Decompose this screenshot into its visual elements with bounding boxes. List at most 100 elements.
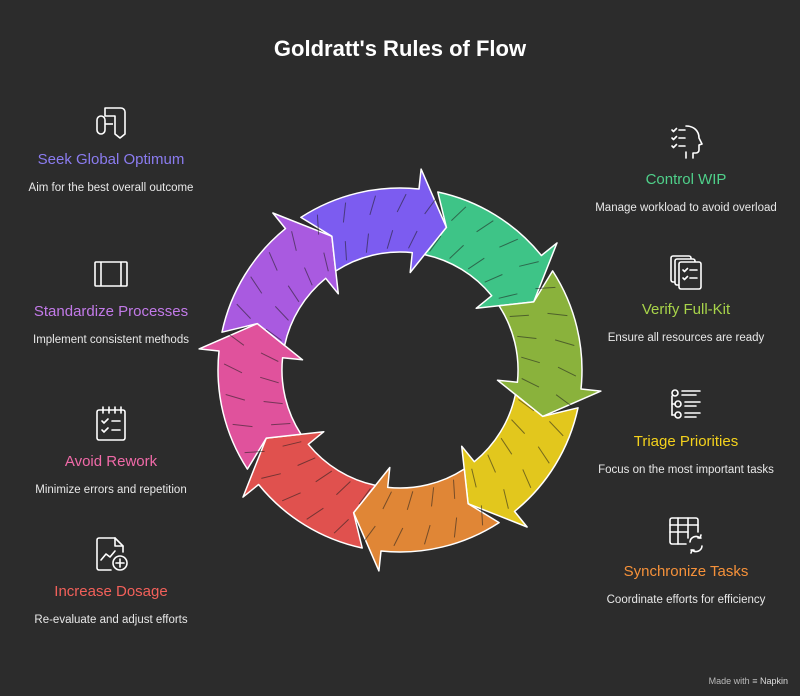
item-description: Implement consistent methods	[33, 334, 189, 346]
sketch-hatch-stroke	[519, 261, 539, 267]
sketch-hatch-stroke	[268, 252, 278, 271]
sketch-hatch-stroke	[227, 332, 245, 346]
sketch-hatch-stroke	[500, 437, 513, 455]
sketch-hatch-stroke	[396, 193, 407, 213]
sketch-hatch-stroke	[549, 421, 564, 437]
sketch-hatch-stroke	[386, 230, 394, 249]
item-control-wip: Control WIP Manage workload to avoid ove…	[586, 122, 786, 216]
sketch-hatch-stroke	[484, 274, 503, 283]
sketch-hatch-stroke	[429, 235, 442, 252]
napkin-logo-icon: ≡	[752, 676, 758, 686]
sketch-hatch-stroke	[393, 527, 404, 547]
cycle-arrow-segment	[242, 430, 377, 549]
sketch-hatch-stroke	[274, 306, 289, 321]
sketch-hatch-stroke	[554, 339, 575, 346]
sketch-hatch-stroke	[225, 394, 246, 401]
item-description: Manage workload to avoid overload	[595, 202, 777, 214]
sketch-hatch-stroke	[323, 252, 329, 272]
sketch-hatch-stroke	[517, 335, 537, 339]
sketch-hatch-stroke	[382, 491, 392, 510]
sketch-hatch-stroke	[480, 505, 484, 526]
sketch-hatch-stroke	[365, 233, 369, 253]
sketch-hatch-stroke	[431, 487, 435, 507]
sketch-hatch-stroke	[304, 267, 313, 286]
sketch-hatch-stroke	[509, 314, 529, 317]
table-sync-icon	[669, 517, 703, 554]
sketch-hatch-stroke	[336, 481, 351, 496]
head-checklist-icon	[671, 125, 703, 159]
sketch-hatch-stroke	[424, 524, 431, 545]
panel-frame-icon	[94, 261, 128, 287]
sketch-hatch-stroke	[244, 450, 265, 454]
sketch-hatch-stroke	[476, 220, 494, 233]
cycle-arrow-segment	[352, 466, 500, 572]
priority-list-icon	[671, 389, 701, 419]
item-heading: Triage Priorities	[633, 433, 739, 450]
sketch-hatch-stroke	[503, 489, 509, 509]
cycle-arrow-segment	[221, 212, 340, 347]
sketch-hatch-stroke	[282, 441, 302, 447]
sketch-hatch-stroke	[223, 363, 243, 374]
sketch-hatch-stroke	[555, 394, 573, 408]
sketch-hatch-stroke	[315, 470, 333, 483]
item-heading: Control WIP	[645, 171, 727, 188]
sketch-hatch-stroke	[306, 507, 324, 520]
sketch-hatch-stroke	[518, 399, 535, 412]
sketch-hatch-stroke	[342, 202, 347, 223]
item-description: Aim for the best overall outcome	[28, 182, 194, 194]
item-description: Ensure all resources are ready	[607, 332, 765, 344]
sketch-hatch-stroke	[232, 423, 253, 428]
sketch-hatch-stroke	[537, 446, 550, 464]
footer-credit: Made with ≡ Napkin	[709, 676, 788, 686]
item-avoid-rework: Avoid Rework Minimize errors and repetit…	[11, 404, 211, 498]
sketch-hatch-stroke	[557, 366, 577, 377]
sketch-hatch-stroke	[408, 230, 418, 249]
item-description: Coordinate efforts for efficiency	[606, 594, 766, 606]
item-seek-global-optimum: Seek Global Optimum Aim for the best ove…	[11, 102, 211, 196]
sketch-hatch-stroke	[547, 312, 568, 317]
sketch-hatch-stroke	[362, 525, 376, 543]
sketch-hatch-stroke	[499, 238, 518, 248]
sketch-hatch-stroke	[453, 517, 458, 538]
checklist-calendar-icon	[96, 406, 126, 441]
sketch-hatch-stroke	[451, 206, 467, 221]
item-heading: Seek Global Optimum	[37, 151, 185, 168]
item-heading: Avoid Rework	[64, 453, 158, 470]
sketch-hatch-stroke	[250, 276, 263, 294]
cycle-arrow-segment	[300, 168, 448, 274]
sketch-hatch-stroke	[297, 457, 316, 466]
item-description: Minimize errors and repetition	[35, 484, 187, 496]
sketch-hatch-stroke	[369, 195, 376, 216]
cycle-arrow-segment	[460, 393, 579, 528]
sketch-hatch-stroke	[260, 352, 279, 362]
sketch-hatch-stroke	[521, 356, 540, 364]
item-standardize-processes: Standardize Processes Implement consiste…	[11, 254, 211, 348]
made-with-label: Made with	[708, 676, 750, 686]
sketch-hatch-stroke	[511, 419, 526, 434]
page-title: Goldratt's Rules of Flow	[273, 36, 527, 61]
sketch-hatch-stroke	[453, 479, 456, 499]
item-description: Re-evaluate and adjust efforts	[34, 614, 188, 626]
cycle-arrow-segment	[198, 322, 304, 470]
stacked-checklist-icon	[670, 255, 702, 290]
chart-plus-document-icon	[96, 537, 128, 571]
item-heading: Standardize Processes	[33, 303, 189, 320]
sketch-hatch-stroke	[260, 376, 279, 384]
sketch-hatch-stroke	[358, 488, 371, 505]
brand-label: Napkin	[759, 676, 788, 686]
sketch-hatch-stroke	[521, 378, 540, 388]
item-description: Focus on the most important tasks	[598, 464, 774, 476]
sketch-hatch-stroke	[333, 519, 349, 534]
sketch-hatch-stroke	[471, 468, 477, 488]
sketch-hatch-stroke	[498, 293, 518, 299]
arrow-fork-icon	[96, 107, 126, 139]
item-increase-dosage: Increase Dosage Re-evaluate and adjust e…	[11, 534, 211, 628]
sketch-hatch-stroke	[535, 286, 556, 290]
sketch-hatch-stroke	[263, 401, 283, 405]
sketch-hatch-stroke	[261, 473, 281, 479]
sketch-hatch-stroke	[265, 328, 282, 341]
sketch-hatch-stroke	[406, 491, 414, 510]
sketch-hatch-stroke	[522, 469, 532, 488]
item-triage-priorities: Triage Priorities Focus on the most impo…	[586, 384, 786, 478]
